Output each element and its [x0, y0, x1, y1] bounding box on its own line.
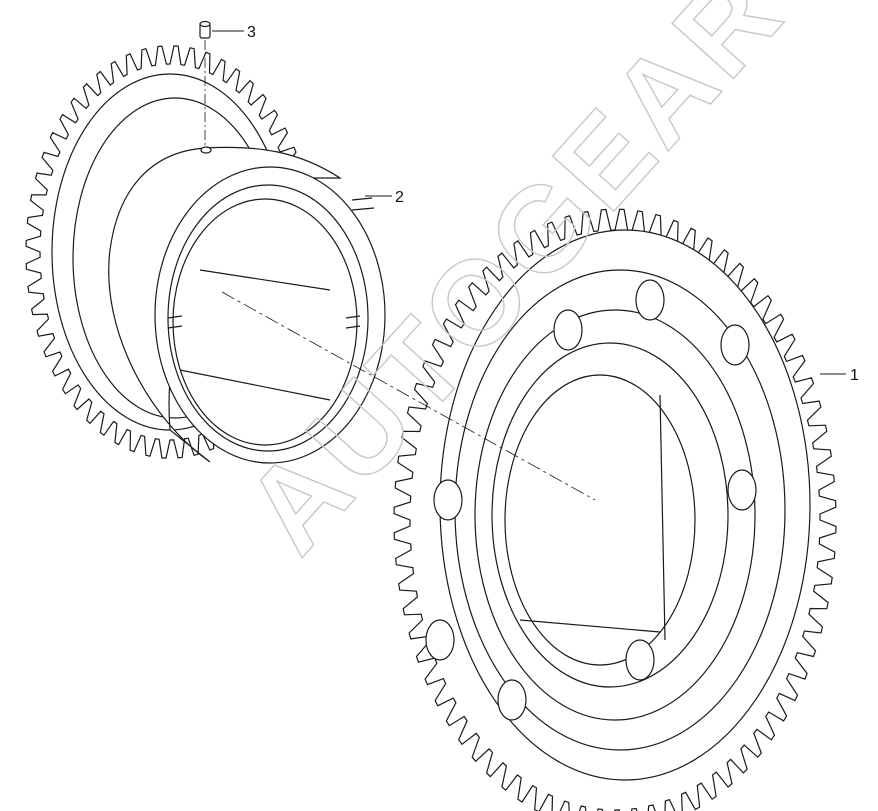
sleeve-bore-line	[179, 369, 331, 401]
large-gear-bore-line-2	[659, 394, 666, 641]
large-gear-bolt-holes	[425, 279, 757, 721]
bolt-hole-6	[425, 619, 455, 661]
sleeve-notch-left	[167, 315, 183, 329]
callout-3-label: 3	[247, 24, 256, 41]
bolt-hole-3	[727, 469, 757, 511]
large-gear-flange-inner	[474, 309, 756, 721]
bolt-hole-7	[433, 479, 463, 521]
sleeve-body	[108, 146, 343, 463]
sleeve-pin-hole	[200, 146, 212, 154]
bolt-hole-8	[553, 309, 583, 351]
bolt-hole-2	[720, 324, 750, 366]
pin-top	[199, 20, 211, 28]
sleeve-notch-right	[345, 315, 361, 329]
sleeve-front-outer	[154, 166, 386, 464]
sleeve	[108, 146, 386, 464]
callout-2: 2	[365, 189, 404, 206]
bolt-hole-4	[625, 639, 655, 681]
callout-3: 3	[212, 24, 256, 41]
pin	[199, 20, 211, 39]
sleeve-bore-line-2	[199, 269, 331, 291]
callout-1-label: 1	[850, 367, 859, 384]
callout-2-label: 2	[395, 189, 404, 206]
sleeve-notch-top	[351, 197, 375, 211]
bolt-hole-5	[497, 679, 527, 721]
large-gear	[393, 208, 837, 811]
large-gear-bore-line	[519, 619, 661, 633]
sleeve-bore	[172, 198, 358, 446]
main-axis	[221, 291, 596, 501]
bolt-hole-1	[635, 279, 665, 321]
callout-1: 1	[820, 367, 859, 384]
large-gear-hub	[491, 342, 729, 688]
large-gear-bore	[504, 374, 696, 666]
